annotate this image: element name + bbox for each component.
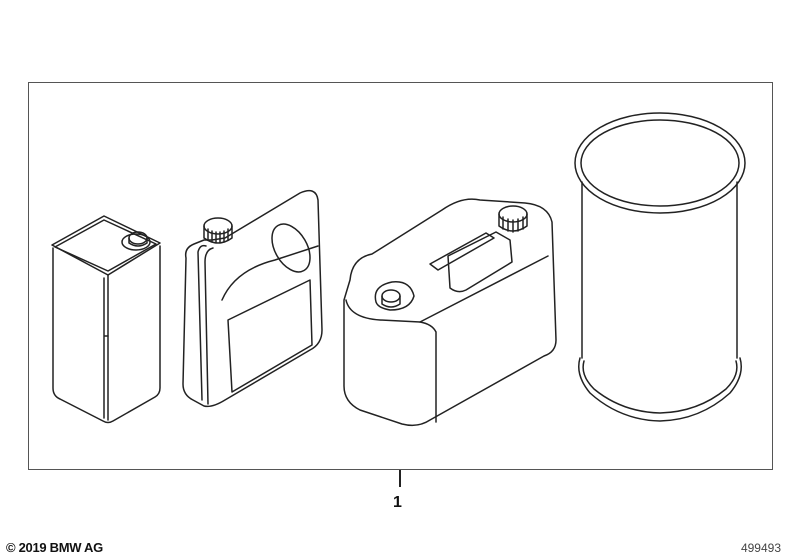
callout-leader-line bbox=[399, 470, 401, 487]
drum-barrel-icon bbox=[574, 112, 746, 422]
parts-frame bbox=[28, 82, 773, 470]
jerry-can-icon bbox=[343, 198, 557, 427]
diagram-id: 499493 bbox=[740, 541, 781, 555]
copyright-text: © 2019 BMW AG bbox=[6, 540, 103, 555]
callout-label[interactable]: 1 bbox=[393, 494, 402, 511]
square-oil-can-icon bbox=[51, 215, 161, 424]
oil-jug-icon bbox=[182, 189, 323, 408]
